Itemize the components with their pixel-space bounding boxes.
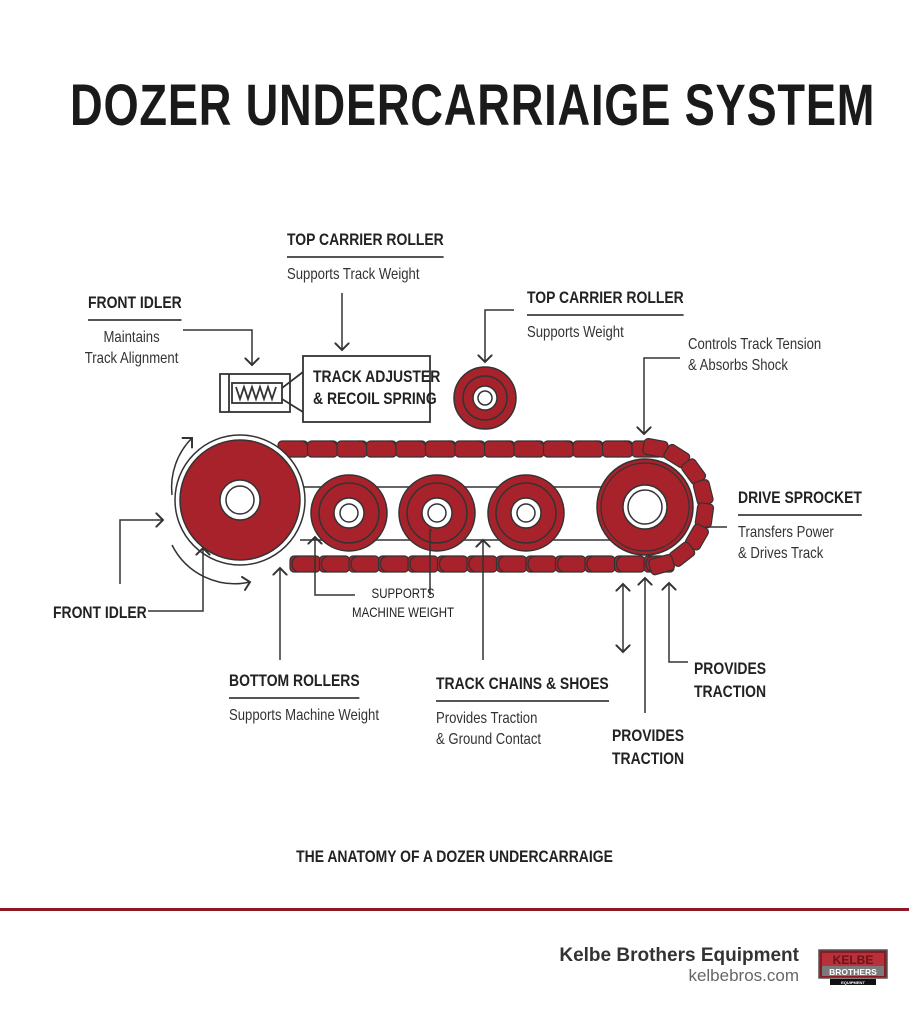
track-chain-top (277, 440, 663, 458)
label-line: TRACTION (612, 749, 685, 768)
supports-machine-weight-label: SUPPORTS MACHINE WEIGHT (352, 584, 454, 622)
label-line: PROVIDES (694, 659, 767, 678)
label-heading: TRACK CHAINS & SHOES (436, 674, 609, 702)
label-line: & Absorbs Shock (688, 357, 788, 374)
company-name: Kelbe Brothers Equipment (559, 945, 799, 966)
track-link (584, 555, 616, 573)
bottom-roller-wheel (398, 474, 476, 552)
desc-line: Track Alignment (84, 350, 179, 367)
label-heading: DRIVE SPROCKET (738, 488, 862, 516)
front-idler-label-top: FRONT IDLER Maintains Track Alignment (85, 293, 182, 369)
company-logo: KELBE BROTHERS EQUIPMENT (818, 949, 888, 985)
track-link (395, 440, 427, 458)
track-link (407, 555, 439, 573)
desc-line: Transfers Power (738, 524, 834, 541)
track-link (306, 440, 339, 458)
track-link (648, 554, 675, 576)
provides-traction-label-2: PROVIDES TRACTION (612, 724, 684, 770)
track-link (554, 555, 587, 573)
desc-line: Provides Traction (436, 710, 538, 727)
track-link (318, 555, 351, 573)
track-link (289, 555, 321, 573)
logo-text-1: KELBE (833, 953, 874, 967)
track-link (348, 555, 380, 573)
track-chains-label: TRACK CHAINS & SHOES Provides Traction &… (436, 674, 609, 750)
label-heading: BOTTOM ROLLERS (229, 671, 360, 699)
top-carrier-roller-wheel (453, 366, 517, 430)
label-line: & RECOIL SPRING (313, 389, 437, 408)
track-chain-wrap (642, 437, 715, 576)
bottom-rollers-label: BOTTOM ROLLERS Supports Machine Weight (229, 671, 379, 726)
desc-line: & Drives Track (738, 545, 824, 562)
desc-line: Maintains (103, 329, 160, 346)
label-heading: TOP CARRIER ROLLER (527, 288, 684, 316)
track-chain-bottom (289, 555, 675, 573)
track-link (542, 440, 575, 458)
track-link (436, 555, 469, 573)
logo-text-2: BROTHERS (829, 967, 877, 977)
drive-sprocket-wheel (596, 458, 694, 556)
desc-line: & Ground Contact (436, 731, 542, 748)
label-description: Supports Machine Weight (229, 707, 379, 724)
front-idler-label-bottom: FRONT IDLER (53, 603, 147, 622)
label-description: Provides Traction & Ground Contact (436, 708, 609, 750)
label-line: TRACTION (694, 682, 767, 701)
track-link (495, 555, 528, 573)
front-idler-wheel (174, 434, 306, 566)
track-link (692, 479, 714, 506)
label-description: Transfers Power & Drives Track (738, 522, 862, 564)
label-description: Supports Weight (527, 324, 624, 341)
company-website[interactable]: kelbebros.com (688, 966, 799, 985)
leader-lines (119, 293, 727, 713)
track-link (466, 555, 498, 573)
top-carrier-roller-label-1: TOP CARRIER ROLLER Supports Track Weight (287, 230, 444, 285)
bottom-roller-wheel (310, 474, 388, 552)
track-link (377, 555, 410, 573)
label-line: SUPPORTS (371, 585, 435, 601)
label-description: Maintains Track Alignment (81, 327, 181, 369)
track-link (454, 440, 486, 458)
label-line: TRACK ADJUSTER (313, 367, 441, 386)
track-adjuster-cylinder (219, 355, 431, 423)
provides-traction-label-1: PROVIDES TRACTION (694, 657, 766, 703)
track-link (601, 440, 634, 458)
bottom-roller-wheel (487, 474, 565, 552)
track-link (613, 555, 646, 573)
label-line: Controls Track Tension (688, 336, 822, 353)
label-description: Supports Track Weight (287, 266, 420, 283)
label-heading: FRONT IDLER (88, 293, 182, 321)
track-link (513, 440, 545, 458)
label-line: MACHINE WEIGHT (352, 604, 455, 620)
diagram-caption: THE ANATOMY OF A DOZER UNDERCARRAIGE (296, 847, 613, 866)
track-link (525, 555, 557, 573)
track-link (336, 440, 368, 458)
brand-block: Kelbe Brothers Equipment kelbebros.com (559, 945, 799, 986)
footer-divider (0, 908, 909, 911)
track-link (424, 440, 457, 458)
track-tension-label: Controls Track Tension & Absorbs Shock (688, 334, 821, 376)
track-link (483, 440, 516, 458)
label-line: PROVIDES (612, 726, 685, 745)
top-carrier-roller-label-2: TOP CARRIER ROLLER Supports Weight (527, 288, 684, 343)
track-adjuster-label: TRACK ADJUSTER & RECOIL SPRING (313, 366, 440, 410)
label-heading: TOP CARRIER ROLLER (287, 230, 444, 258)
drive-sprocket-label: DRIVE SPROCKET Transfers Power & Drives … (738, 488, 862, 564)
track-link (365, 440, 398, 458)
track-link (572, 440, 604, 458)
logo-text-3: EQUIPMENT (841, 980, 865, 985)
